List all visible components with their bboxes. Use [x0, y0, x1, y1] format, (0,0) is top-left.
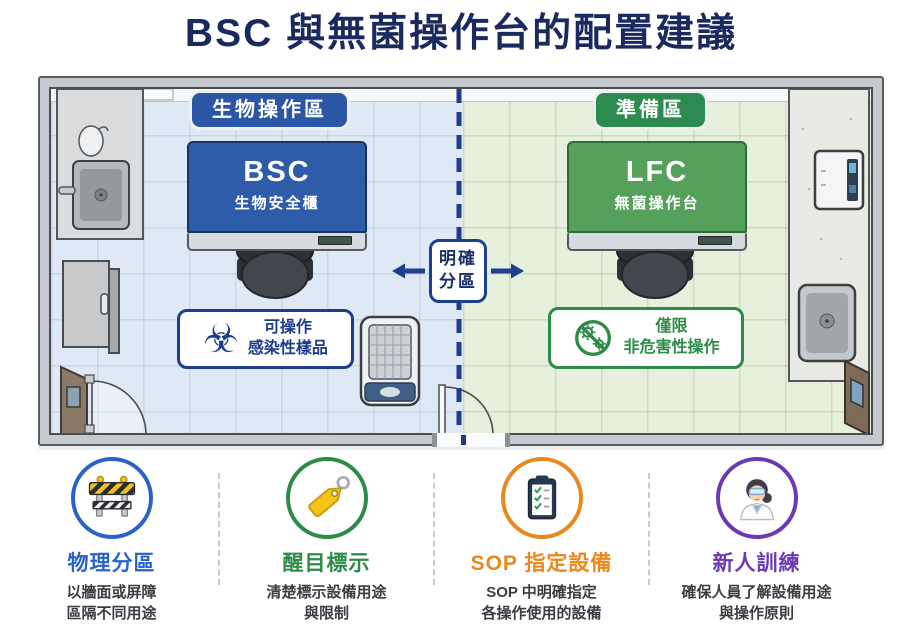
lfc-display: [698, 236, 732, 245]
recommendation-clear-labeling: 醒目標示 清楚標示設備用途 與限制: [218, 453, 434, 622]
right-door: [844, 359, 870, 433]
recommendation-title: 新人訓練: [712, 552, 801, 575]
recommendation-title: SOP 指定設備: [470, 552, 613, 575]
bio-zone-label: 生物操作區: [192, 93, 347, 127]
zoning-note-line1: 明確: [439, 249, 477, 268]
left-sink-counter: [56, 89, 144, 240]
zoning-note: 明確 分區: [392, 239, 524, 303]
lfc-name: 無菌操作台: [614, 195, 700, 212]
recommendation-desc-line1: SOP 中明確指定: [486, 584, 597, 601]
zoning-note-box: 明確 分區: [429, 239, 487, 303]
arrow-right-icon: [491, 263, 524, 279]
biohazard-icon: ☣: [203, 316, 239, 362]
prep-badge-line2: 非危害性操作: [623, 339, 720, 356]
bsc-display: [318, 236, 352, 245]
door-window: [66, 386, 81, 408]
bsc-abbr: BSC: [243, 156, 311, 188]
supply-cart: [359, 315, 421, 407]
trainee-icon: [739, 479, 774, 521]
page-title: BSC 與無菌操作台的配置建議: [184, 12, 738, 55]
prep-zone-badge: 僅限 非危害性操作: [548, 307, 744, 369]
trainee-icon-circle: [715, 457, 798, 539]
arrow-left-icon: [392, 263, 425, 279]
bio-badge-line1: 可操作: [263, 319, 312, 337]
prep-badge-line1: 僅限: [655, 318, 688, 336]
bsc-name: 生物安全櫃: [234, 195, 320, 212]
checklist-icon-circle: [500, 457, 583, 539]
door-swing-arc: [444, 386, 494, 433]
bio-zone-badge: ☣ 可操作 感染性樣品: [177, 309, 354, 369]
left-door: [60, 365, 147, 433]
lfc-abbr: LFC: [625, 156, 689, 188]
recommendation-title: 物理分區: [67, 552, 156, 575]
barrier-icon-circle: [70, 457, 153, 539]
right-sink: [797, 283, 857, 363]
barrier-icon: [88, 475, 135, 517]
recommendations-row: 物理分區 以牆面或屏障 區隔不同用途 醒目標示 清楚標示設備用途 與限制: [4, 453, 864, 622]
no-microbe-icon: [575, 320, 612, 356]
recommendation-desc-line1: 確保人員了解設備用途: [681, 584, 832, 601]
checklist-icon: [527, 475, 556, 520]
lfc-cabinet: LFC 無菌操作台: [567, 141, 747, 251]
furniture-layer: [56, 89, 870, 433]
soap-dispenser: [78, 125, 104, 157]
bsc-work-surface: [187, 233, 367, 251]
lab-room-diagram: 生物操作區 準備區 BSC 生物安全櫃 LFC 無菌操作台 ☣ 可操作 感染性樣…: [38, 76, 884, 447]
center-door: [438, 384, 494, 433]
faucet-icon: [58, 186, 76, 195]
bio-badge-line2: 感染性樣品: [247, 340, 328, 357]
recommendation-sop-equipment: SOP 指定設備 SOP 中明確指定 各操作使用的設備: [433, 453, 649, 622]
prep-zone-label: 準備區: [596, 93, 705, 127]
recommendation-title: 醒目標示: [282, 552, 371, 575]
recommendation-desc-line1: 以牆面或屏障: [66, 584, 157, 601]
storage-cabinet: [62, 260, 120, 354]
door-swing-arc: [91, 380, 147, 433]
recommendation-physical-zoning: 物理分區 以牆面或屏障 區隔不同用途: [4, 453, 219, 622]
door-window: [850, 377, 864, 409]
center-door-gap: [432, 433, 510, 447]
soap-dispenser-spout: [98, 126, 109, 132]
tag-icon-circle: [285, 457, 368, 539]
door-panel: [438, 384, 446, 433]
tag-icon: [307, 475, 350, 518]
bsc-cabinet: BSC 生物安全櫃: [187, 141, 367, 251]
cabinet-handle: [100, 293, 109, 315]
recommendation-new-staff-training: 新人訓練 確保人員了解設備用途 與操作原則: [648, 453, 864, 622]
wall-device: [813, 149, 865, 211]
recommendation-desc-line1: 清楚標示設備用途: [266, 584, 387, 601]
zoning-note-line2: 分區: [439, 271, 477, 291]
lfc-work-surface: [567, 233, 747, 251]
